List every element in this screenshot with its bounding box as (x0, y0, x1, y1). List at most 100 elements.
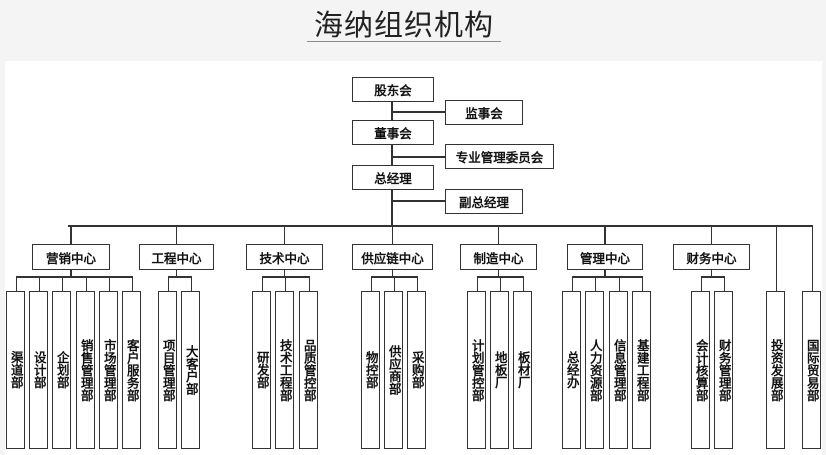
connector-center (283, 225, 286, 244)
connector-dept (190, 276, 192, 291)
department-label: 项目管理部 (160, 338, 176, 402)
node-department[interactable]: 渠道部 (6, 291, 25, 449)
node-center[interactable]: 制造中心 (460, 244, 537, 270)
department-label: 设计部 (31, 351, 47, 389)
node-department[interactable]: 企划部 (52, 291, 71, 449)
node-department[interactable]: 基建工程部 (632, 291, 651, 449)
node-department[interactable]: 总经办 (562, 291, 581, 449)
node-board[interactable]: 董事会 (352, 120, 434, 145)
node-department-independent[interactable]: 国际贸易部 (802, 291, 821, 449)
node-center[interactable]: 财务中心 (673, 244, 750, 270)
node-department[interactable]: 客户服务部 (122, 291, 141, 449)
node-department[interactable]: 项目管理部 (158, 291, 177, 449)
department-label: 国际贸易部 (804, 338, 820, 402)
connector-dept (85, 276, 87, 291)
connector-dept (108, 276, 110, 291)
department-label: 财务管理部 (716, 338, 732, 402)
connector-dept (167, 276, 169, 291)
connector-dept (522, 276, 524, 291)
connector-dept (131, 276, 133, 291)
node-department-independent[interactable]: 投资发展部 (766, 291, 785, 449)
node-department[interactable]: 供应商部 (384, 291, 403, 449)
connector-center-down (710, 270, 713, 276)
connector-dept (370, 276, 372, 291)
node-deputy-gm[interactable]: 副总经理 (445, 189, 523, 214)
connector-dept (775, 225, 777, 291)
department-label: 销售管理部 (78, 338, 94, 402)
node-general-manager[interactable]: 总经理 (352, 165, 434, 190)
department-label: 板材厂 (515, 351, 531, 389)
node-label: 管理中心 (579, 250, 630, 266)
node-department[interactable]: 物控部 (361, 291, 380, 449)
node-label: 制造中心 (473, 250, 524, 266)
department-label: 总经办 (564, 351, 580, 389)
node-department[interactable]: 市场管理部 (99, 291, 118, 449)
node-department[interactable]: 采购部 (407, 291, 426, 449)
connector-dept (811, 225, 813, 291)
connector-center (70, 225, 72, 244)
node-department[interactable]: 会计核算部 (691, 291, 710, 449)
connector-supervisors (391, 111, 446, 113)
node-department[interactable]: 品质管控部 (299, 291, 318, 449)
connector-center (497, 225, 500, 244)
connector-dept (618, 276, 620, 291)
node-label: 工程中心 (151, 250, 202, 266)
page-title: 海纳组织机构 (313, 8, 494, 42)
connector-center (710, 225, 713, 244)
node-label: 股东会 (374, 83, 412, 98)
connector-deputy-gm (391, 200, 446, 202)
connector-center (175, 225, 178, 244)
node-label: 供应链中心 (361, 250, 424, 266)
node-label: 总经理 (374, 171, 412, 186)
node-shareholders[interactable]: 股东会 (352, 77, 434, 102)
department-label: 技术工程部 (277, 338, 293, 402)
connector-center (391, 225, 394, 244)
node-supervisors[interactable]: 监事会 (445, 100, 523, 125)
connector-center-down (391, 270, 394, 276)
node-department[interactable]: 板材厂 (513, 291, 532, 449)
department-label: 投资发展部 (768, 338, 784, 402)
trunk-line (391, 101, 393, 226)
node-department[interactable]: 研发部 (252, 291, 271, 449)
department-label: 企划部 (54, 351, 70, 389)
connector-dept (393, 276, 395, 291)
connector-dept (38, 276, 40, 291)
connector-dept (641, 276, 643, 291)
node-department[interactable]: 设计部 (29, 291, 48, 449)
node-department[interactable]: 人力资源部 (585, 291, 604, 449)
node-label: 监事会 (465, 106, 503, 121)
node-department[interactable]: 大客户部 (181, 291, 200, 449)
node-department[interactable]: 信息管理部 (609, 291, 628, 449)
node-center[interactable]: 营销中心 (32, 244, 110, 270)
connector-committee (391, 156, 446, 158)
node-department[interactable]: 技术工程部 (275, 291, 294, 449)
node-center[interactable]: 供应链中心 (352, 244, 433, 270)
node-center[interactable]: 管理中心 (567, 244, 643, 270)
node-department[interactable]: 销售管理部 (76, 291, 95, 449)
connector-dept (499, 276, 501, 291)
node-department[interactable]: 地板厂 (490, 291, 509, 449)
sub-bus-line (700, 276, 725, 278)
department-label: 会计核算部 (693, 338, 709, 402)
department-label: 信息管理部 (611, 338, 627, 402)
connector-dept (15, 276, 17, 291)
department-label: 地板厂 (492, 351, 508, 389)
node-committee[interactable]: 专业管理委员会 (445, 144, 554, 169)
department-label: 研发部 (254, 351, 270, 389)
node-label: 财务中心 (686, 250, 737, 266)
connector-center-down (497, 270, 500, 276)
node-department[interactable]: 财务管理部 (714, 291, 733, 449)
sub-bus-line (571, 276, 643, 278)
department-label: 物控部 (363, 351, 379, 389)
connector-dept (571, 276, 573, 291)
connector-dept (594, 276, 596, 291)
node-center[interactable]: 工程中心 (139, 244, 214, 270)
department-label: 客户服务部 (124, 338, 140, 402)
department-label: 采购部 (409, 351, 425, 389)
connector-dept (261, 276, 263, 291)
connector-dept (476, 276, 478, 291)
department-label: 人力资源部 (587, 338, 603, 402)
node-department[interactable]: 计划管控部 (467, 291, 486, 449)
node-center[interactable]: 技术中心 (246, 244, 323, 270)
connector-dept (723, 276, 725, 291)
